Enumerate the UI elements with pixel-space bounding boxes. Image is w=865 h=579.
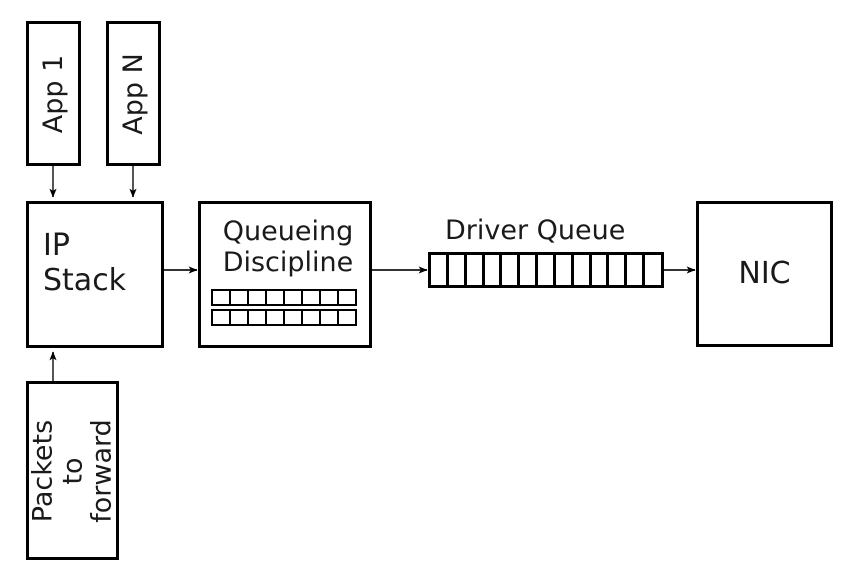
driver-queue-cell [520,255,539,285]
qdisc-cell [301,289,321,306]
node-packets-to-forward[interactable]: Packets to forward [26,381,119,560]
driver-queue-cell [538,255,556,285]
qdisc-cell [211,309,231,326]
node-app-n-label: App N [117,52,149,135]
node-app-1-label: App 1 [37,54,69,133]
driver-queue-cell [431,255,449,285]
qdisc-cell [265,309,285,326]
node-app-1[interactable]: App 1 [26,21,81,166]
driver-queue-cell [574,255,592,285]
qdisc-cell [319,309,339,326]
qdisc-cell [301,309,321,326]
qdisc-cell [247,289,267,306]
driver-queue-cell [467,255,485,285]
qdisc-packet-cells [211,289,357,326]
driver-queue-cells [428,252,664,288]
node-ip-stack[interactable]: IP Stack [26,201,164,348]
driver-queue-cell [627,255,646,285]
qdisc-cell [283,309,303,326]
driver-queue-cell [592,255,610,285]
driver-queue-cell [645,255,661,285]
qdisc-cell [229,289,249,306]
node-queueing-discipline-label: Queueing Discipline [222,216,354,279]
node-app-n[interactable]: App N [106,21,161,166]
driver-queue-cell [556,255,574,285]
node-ip-stack-label: IP Stack [43,228,127,298]
node-nic-label: NIC [738,255,791,291]
qdisc-cell [337,289,357,306]
node-nic[interactable]: NIC [696,201,833,347]
node-packets-to-forward-label: Packets to forward [26,418,118,523]
driver-queue-label: Driver Queue [445,215,626,246]
qdisc-cell [265,289,285,306]
qdisc-cell [283,289,303,306]
qdisc-cell-row [211,289,357,306]
qdisc-cell [337,309,357,326]
node-queueing-discipline[interactable]: Queueing Discipline [198,201,372,348]
driver-queue-cell [609,255,628,285]
qdisc-cell [211,289,231,306]
driver-queue-cell [502,255,521,285]
driver-queue-cell [485,255,503,285]
qdisc-cell [229,309,249,326]
qdisc-cell [247,309,267,326]
qdisc-cell [319,289,339,306]
qdisc-cell-row [211,309,357,326]
driver-queue-cell [449,255,467,285]
